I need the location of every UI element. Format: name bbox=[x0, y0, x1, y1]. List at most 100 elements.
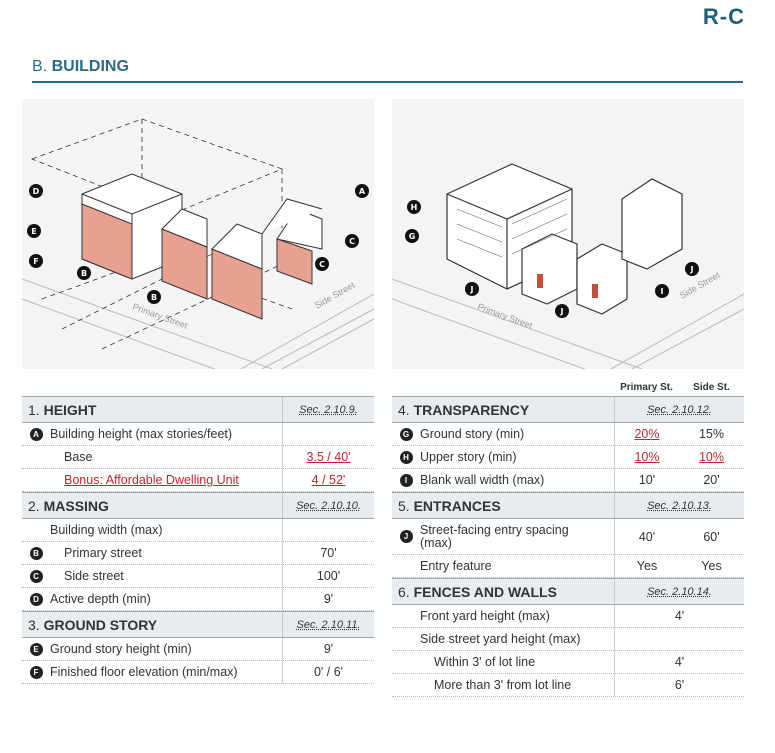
entrances-header: 5. ENTRANCES Sec. 2.10.13. bbox=[392, 492, 744, 519]
transparency-title: 4. TRANSPARENCY bbox=[392, 403, 614, 417]
badge-icon: B bbox=[29, 546, 43, 560]
badge-icon: D bbox=[29, 592, 43, 606]
massing-title-text: MASSING bbox=[43, 497, 109, 514]
ground-title: 3. GROUND STORY bbox=[22, 618, 282, 632]
ground-primary-link[interactable]: 20% bbox=[634, 427, 660, 441]
entrances-num: 5. bbox=[398, 497, 410, 514]
upper-side-link[interactable]: 10% bbox=[698, 450, 725, 464]
base-height-link[interactable]: 3.5 / 40' bbox=[306, 450, 351, 464]
ground-num: 3. bbox=[28, 616, 40, 633]
section-title: B. BUILDING bbox=[32, 58, 129, 76]
height-header: 1. HEIGHT Sec. 2.10.9. bbox=[22, 396, 374, 423]
table-row: D Active depth (min) 9' bbox=[22, 588, 374, 611]
svg-text:E: E bbox=[31, 227, 36, 236]
row-value: Yes bbox=[701, 559, 722, 573]
row-value: 10' bbox=[614, 469, 679, 491]
row-value bbox=[282, 423, 374, 445]
row-label: Entry feature bbox=[420, 559, 492, 573]
massing-num: 2. bbox=[28, 497, 40, 514]
table-row: E Ground story height (min) 9' bbox=[22, 638, 374, 661]
fences-title-text: FENCES AND WALLS bbox=[413, 583, 557, 600]
district-code: R-C bbox=[702, 4, 745, 29]
fences-header: 6. FENCES AND WALLS Sec. 2.10.14. bbox=[392, 578, 744, 605]
upper-primary-link[interactable]: 10% bbox=[634, 450, 660, 464]
row-label: Finished floor elevation (min/max) bbox=[50, 665, 238, 679]
row-value: 9' bbox=[282, 588, 374, 610]
table-row: Base 3.5 / 40' bbox=[22, 446, 374, 469]
svg-text:J: J bbox=[690, 265, 694, 274]
height-sec-link[interactable]: Sec. 2.10.9. bbox=[299, 403, 358, 416]
row-label: Base bbox=[64, 450, 93, 464]
massing-sec-link[interactable]: Sec. 2.10.10. bbox=[296, 499, 361, 512]
massing-diagram: A B B C C D E F Primary Street Side Stre… bbox=[22, 99, 374, 369]
section-rule bbox=[32, 81, 743, 83]
design-diagram: G H I J J J Primary Street Side Street bbox=[392, 99, 744, 369]
table-row: C Side street 100' bbox=[22, 565, 374, 588]
massing-diagram-svg: A B B C C D E F Primary Street Side Stre… bbox=[22, 118, 374, 369]
table-row: Within 3' of lot line 4' bbox=[392, 651, 744, 674]
table-row: Entry feature Yes Yes bbox=[392, 555, 744, 578]
svg-text:C: C bbox=[349, 237, 355, 246]
fences-sec-link[interactable]: Sec. 2.10.14. bbox=[647, 585, 712, 598]
row-label: Side street yard height (max) bbox=[420, 632, 581, 646]
badge-icon: C bbox=[29, 569, 43, 583]
table-row: Side street yard height (max) bbox=[392, 628, 744, 651]
row-value: 15% bbox=[698, 427, 725, 441]
table-row: More than 3' from lot line 6' bbox=[392, 674, 744, 697]
row-value: 40' bbox=[614, 519, 679, 554]
svg-text:B: B bbox=[151, 293, 157, 302]
design-diagram-svg: G H I J J J Primary Street Side Street bbox=[392, 163, 744, 369]
svg-text:C: C bbox=[319, 260, 325, 269]
row-label: Upper story (min) bbox=[420, 450, 517, 464]
svg-text:Primary Street: Primary Street bbox=[131, 301, 189, 330]
bonus-adu-link[interactable]: Bonus: Affordable Dwelling Unit bbox=[64, 473, 239, 487]
col-side-street: Side St. bbox=[693, 382, 730, 393]
transparency-sec-link[interactable]: Sec. 2.10.12. bbox=[647, 403, 712, 416]
ground-title-text: GROUND STORY bbox=[43, 616, 158, 633]
fences-title: 6. FENCES AND WALLS bbox=[392, 585, 614, 599]
table-row: A Building height (max stories/feet) bbox=[22, 423, 374, 446]
column-headers: Primary St. Side St. bbox=[392, 378, 744, 396]
entrances-sec-link[interactable]: Sec. 2.10.13. bbox=[647, 499, 712, 512]
row-value: 4' bbox=[614, 605, 744, 627]
height-num: 1. bbox=[28, 401, 40, 418]
table-row: F Finished floor elevation (min/max) 0' … bbox=[22, 661, 374, 684]
svg-text:J: J bbox=[470, 285, 474, 294]
building-standards-table-left: 1. HEIGHT Sec. 2.10.9. A Building height… bbox=[22, 396, 374, 684]
svg-text:H: H bbox=[411, 203, 418, 212]
row-value: 0' / 6' bbox=[282, 661, 374, 683]
row-value bbox=[282, 519, 374, 541]
table-row: G Ground story (min) 20% 15% bbox=[392, 423, 744, 446]
svg-text:Side Street: Side Street bbox=[678, 270, 722, 301]
row-label: Building height (max stories/feet) bbox=[50, 427, 233, 441]
svg-text:Primary Street: Primary Street bbox=[476, 301, 534, 330]
svg-text:B: B bbox=[81, 269, 87, 278]
row-label: More than 3' from lot line bbox=[434, 678, 572, 692]
row-value: 6' bbox=[614, 674, 744, 696]
transparency-header: 4. TRANSPARENCY Sec. 2.10.12. bbox=[392, 396, 744, 423]
svg-text:F: F bbox=[33, 257, 38, 266]
col-primary-street: Primary St. bbox=[620, 382, 673, 393]
row-value: 100' bbox=[282, 565, 374, 587]
svg-text:G: G bbox=[409, 232, 416, 241]
svg-text:I: I bbox=[661, 287, 664, 296]
row-label: Ground story (min) bbox=[420, 427, 525, 441]
row-label: Ground story height (min) bbox=[50, 642, 192, 656]
ground-story-header: 3. GROUND STORY Sec. 2.10.11. bbox=[22, 611, 374, 638]
row-label: Within 3' of lot line bbox=[434, 655, 536, 669]
row-value: Yes bbox=[614, 555, 679, 577]
height-title: 1. HEIGHT bbox=[22, 403, 282, 417]
ground-sec-link[interactable]: Sec. 2.10.11. bbox=[296, 618, 361, 631]
row-label: Primary street bbox=[64, 546, 142, 560]
table-row: Bonus: Affordable Dwelling Unit 4 / 52' bbox=[22, 469, 374, 492]
svg-text:A: A bbox=[359, 187, 366, 196]
section-name: BUILDING bbox=[51, 58, 129, 75]
transparency-title-text: TRANSPARENCY bbox=[413, 401, 530, 418]
badge-icon: E bbox=[29, 642, 43, 656]
table-row: Building width (max) bbox=[22, 519, 374, 542]
bonus-height-link[interactable]: 4 / 52' bbox=[311, 473, 346, 487]
badge-icon: G bbox=[399, 427, 413, 441]
row-label: Active depth (min) bbox=[50, 592, 151, 606]
